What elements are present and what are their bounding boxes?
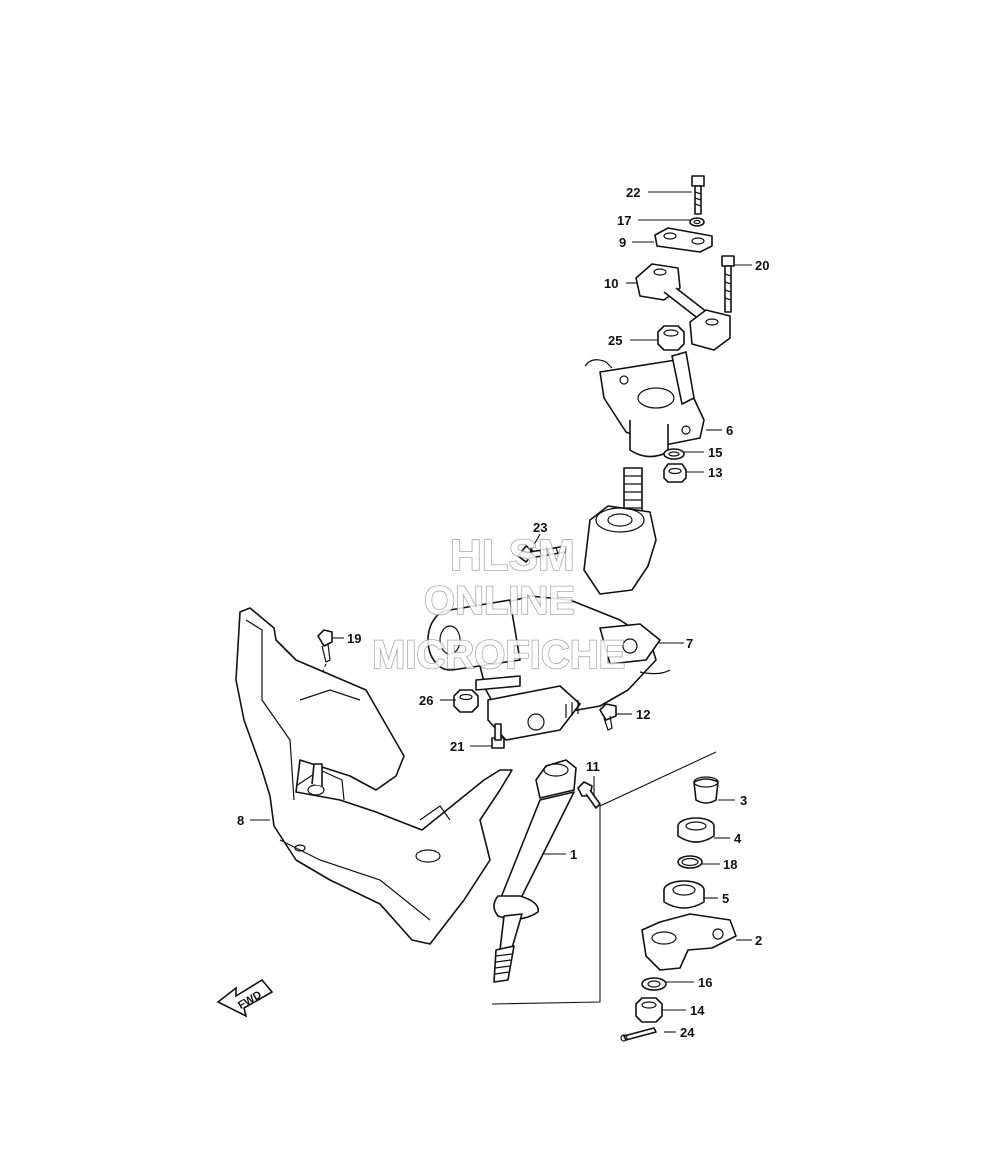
part-7-steering-assembly	[427, 505, 671, 741]
part-19-screw	[309, 629, 333, 703]
part-15-washer	[663, 448, 685, 460]
label-part-19: 19	[347, 631, 361, 646]
label-part-1: 1	[570, 847, 577, 862]
label-part-5: 5	[722, 891, 729, 906]
label-part-17: 17	[617, 213, 631, 228]
watermark: HLSM ONLINE MICROFICHE	[371, 530, 626, 678]
label-part-14: 14	[690, 1003, 705, 1018]
label-part-7: 7	[686, 636, 693, 651]
part-24-cotter-pin	[620, 1027, 657, 1042]
part-17-washer	[689, 217, 705, 227]
part-26-nut	[453, 689, 479, 713]
label-part-4: 4	[734, 831, 742, 846]
label-part-24: 24	[680, 1025, 695, 1040]
part-2-steering-arm	[641, 913, 737, 971]
label-part-10: 10	[604, 276, 618, 291]
part-18-ring	[677, 855, 703, 869]
part-12-bolt	[599, 703, 617, 731]
label-part-2: 2	[755, 933, 762, 948]
callouts: 1 2 3 4 5 6 7 8 9 10 11 12 13 14 15 16 1	[237, 185, 769, 1040]
part-5-bearing	[663, 880, 705, 909]
label-part-11: 11	[586, 759, 600, 774]
label-part-26: 26	[419, 693, 433, 708]
label-part-18: 18	[723, 857, 737, 872]
fwd-arrow-icon: FWD	[216, 978, 274, 1018]
watermark-line-1: HLSM	[450, 531, 575, 580]
part-13-nut	[663, 463, 687, 483]
part-23-bolt	[517, 545, 567, 563]
label-part-20: 20	[755, 258, 769, 273]
watermark-line-3: MICROFICHE	[372, 633, 625, 677]
part-9-clamp-upper	[654, 227, 713, 253]
label-part-16: 16	[698, 975, 712, 990]
part-10-handle-holder	[635, 263, 731, 351]
part-6-upper-bracket	[584, 351, 705, 458]
watermark-line-2: ONLINE	[424, 579, 575, 623]
part-14-nut	[635, 997, 663, 1023]
fwd-arrow-label: FWD	[236, 989, 264, 1012]
part-8-cover	[235, 607, 513, 945]
part-3-bushing	[693, 776, 719, 804]
label-part-8: 8	[237, 813, 244, 828]
part-4-bearing	[677, 817, 715, 843]
part-21-bolt	[491, 723, 505, 749]
label-part-6: 6	[726, 423, 733, 438]
part-25-nut	[657, 325, 685, 351]
label-part-23: 23	[533, 520, 547, 535]
part-22-bolt	[691, 175, 705, 215]
part-20-bolt	[721, 255, 735, 313]
group-bracket-lines	[491, 751, 717, 1005]
label-part-9: 9	[619, 235, 626, 250]
part-1-lower-shaft	[493, 759, 577, 983]
label-part-3: 3	[740, 793, 747, 808]
label-part-21: 21	[450, 739, 464, 754]
label-part-22: 22	[626, 185, 640, 200]
label-part-25: 25	[608, 333, 622, 348]
label-part-13: 13	[708, 465, 722, 480]
part-16-washer	[641, 977, 667, 991]
label-part-12: 12	[636, 707, 650, 722]
part-11-bolt	[577, 781, 601, 809]
label-part-15: 15	[708, 445, 722, 460]
